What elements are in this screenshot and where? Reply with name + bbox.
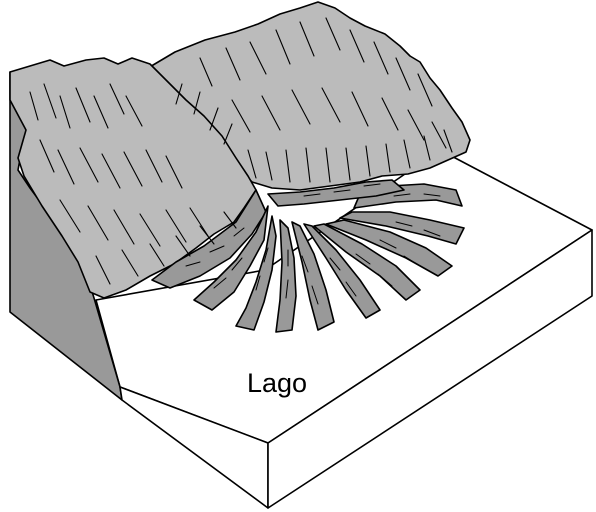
lake-label: Lago <box>247 368 307 399</box>
